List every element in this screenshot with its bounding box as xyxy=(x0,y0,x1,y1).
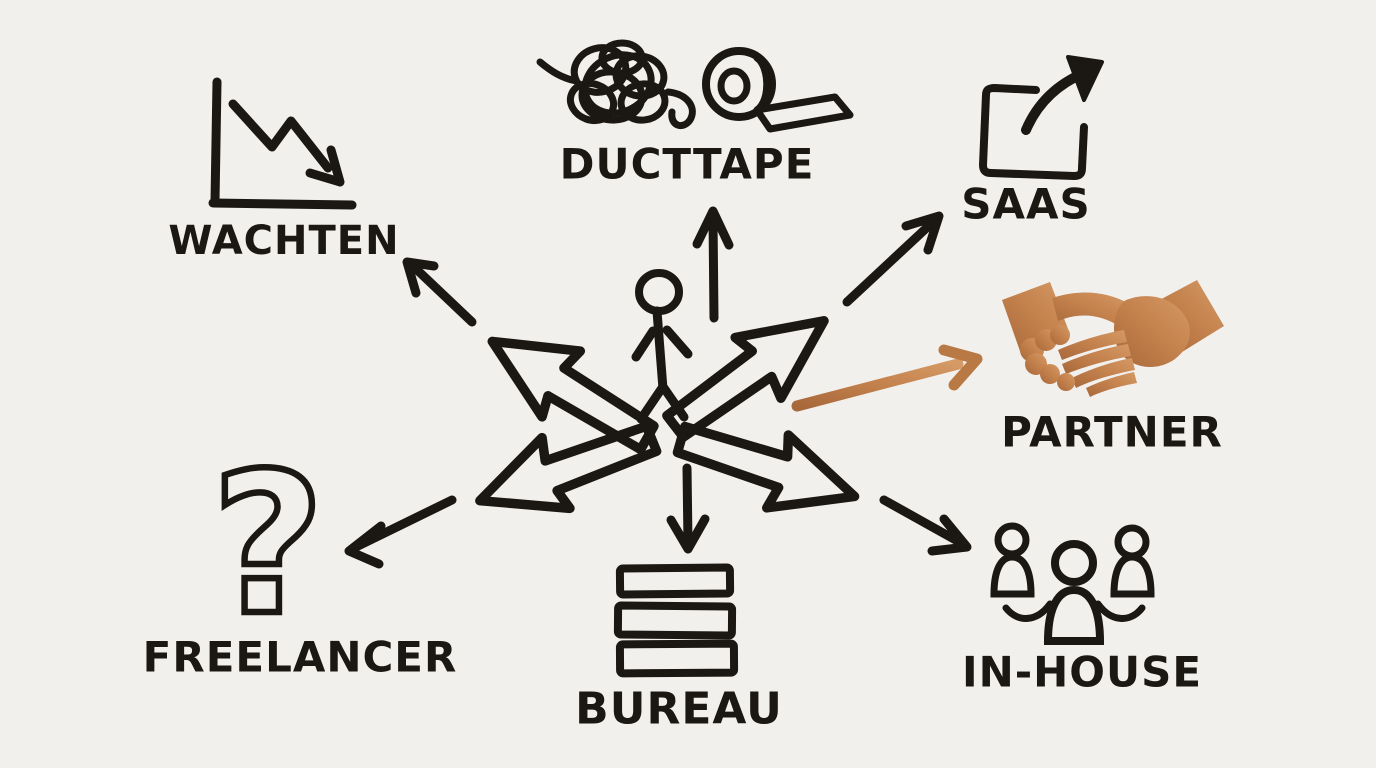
stacked-trays-icon xyxy=(613,563,739,678)
arrow-to-inhouse xyxy=(879,495,972,556)
team-people-icon xyxy=(990,522,1155,645)
arrow-to-wachten xyxy=(402,257,477,327)
box-arrow-out-icon xyxy=(979,55,1104,180)
arrow-to-saas xyxy=(842,211,944,307)
label-wachten: WACHTEN xyxy=(168,218,400,264)
tape-roll-icon xyxy=(702,47,854,133)
handshake-icon xyxy=(1002,280,1224,397)
arrow-to-partner xyxy=(791,344,983,412)
tangled-thread-icon xyxy=(536,39,696,129)
declining-chart-icon xyxy=(208,77,357,210)
label-saas: SAAS xyxy=(961,179,1091,229)
label-in-house: IN-HOUSE xyxy=(961,647,1203,697)
arrow-to-bureau xyxy=(666,463,710,554)
label-partner: PARTNER xyxy=(1001,407,1223,457)
stick-figure-icon xyxy=(631,269,693,424)
label-freelancer: FREELANCER xyxy=(142,632,458,682)
label-bureau: BUREAU xyxy=(575,683,783,735)
arrow-to-freelancer xyxy=(344,495,457,569)
arrow-to-ducttape xyxy=(692,206,734,323)
question-mark-icon: ? xyxy=(208,428,328,662)
svg-text:?: ? xyxy=(211,431,324,658)
label-ducttape: DUCTTAPE xyxy=(559,139,815,189)
